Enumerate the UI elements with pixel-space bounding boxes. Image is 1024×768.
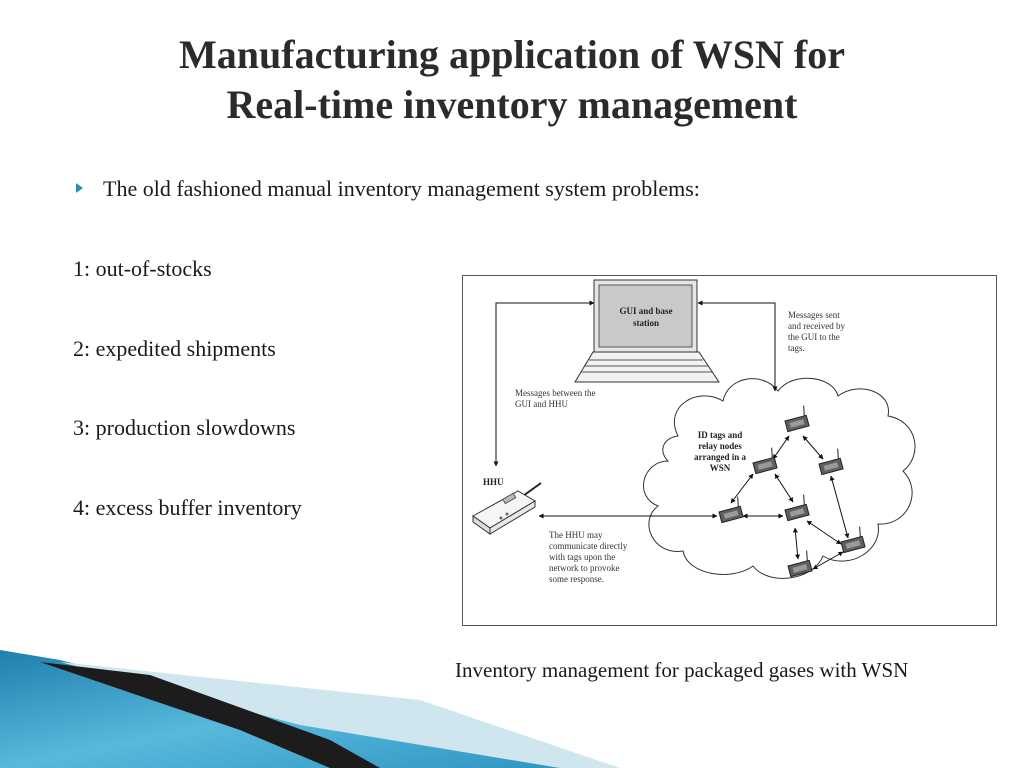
problem-item-4: 4: excess buffer inventory: [73, 493, 302, 523]
cloud-label-line-1: ID tags and: [698, 430, 743, 440]
slide-title-line-1: Manufacturing application of WSN for: [0, 30, 1024, 80]
hhu-note-line-1: The HHU may: [549, 530, 603, 540]
bullet-arrow-icon: [76, 183, 83, 193]
gui-hhu-note-line-2: GUI and HHU: [515, 399, 568, 409]
laptop-icon: [575, 280, 719, 382]
cloud-label-line-4: WSN: [710, 463, 731, 473]
hhu-note-line-5: some response.: [549, 574, 604, 584]
gui-tags-note-line-1: Messages sent: [788, 310, 840, 320]
hhu-device-icon: [473, 483, 541, 534]
bullet-text: The old fashioned manual inventory manag…: [103, 176, 700, 201]
slide-title-line-2: Real-time inventory management: [0, 80, 1024, 130]
cloud-label-line-2: relay nodes: [698, 441, 742, 451]
gui-to-hhu-arrow: [496, 303, 594, 466]
problem-item-1: 1: out-of-stocks: [73, 254, 212, 284]
figure-caption: Inventory management for packaged gases …: [455, 656, 908, 684]
wsn-diagram: GUI and base station Messages sent and r…: [463, 276, 996, 625]
gui-hhu-note-line-1: Messages between the: [515, 388, 595, 398]
gui-tags-note-line-3: the GUI to the: [788, 332, 840, 342]
hhu-note-line-4: network to provoke: [549, 563, 619, 573]
laptop-label-line-2: station: [633, 318, 659, 328]
slide-title: Manufacturing application of WSN for Rea…: [0, 30, 1024, 130]
problem-item-2: 2: expedited shipments: [73, 334, 276, 364]
wsn-cloud-shape: [644, 378, 915, 578]
bullet-item: The old fashioned manual inventory manag…: [76, 174, 700, 204]
hhu-note-line-3: with tags upon the: [549, 552, 615, 562]
gui-tags-note-line-4: tags.: [788, 343, 805, 353]
laptop-label-line-1: GUI and base: [619, 306, 672, 316]
wsn-diagram-figure: GUI and base station Messages sent and r…: [462, 275, 997, 626]
cloud-label-line-3: arranged in a: [694, 452, 747, 462]
problem-item-3: 3: production slowdowns: [73, 413, 295, 443]
hhu-label: HHU: [483, 477, 504, 487]
gui-tags-note-line-2: and received by: [788, 321, 845, 331]
hhu-note-line-2: communicate directly: [549, 541, 628, 551]
